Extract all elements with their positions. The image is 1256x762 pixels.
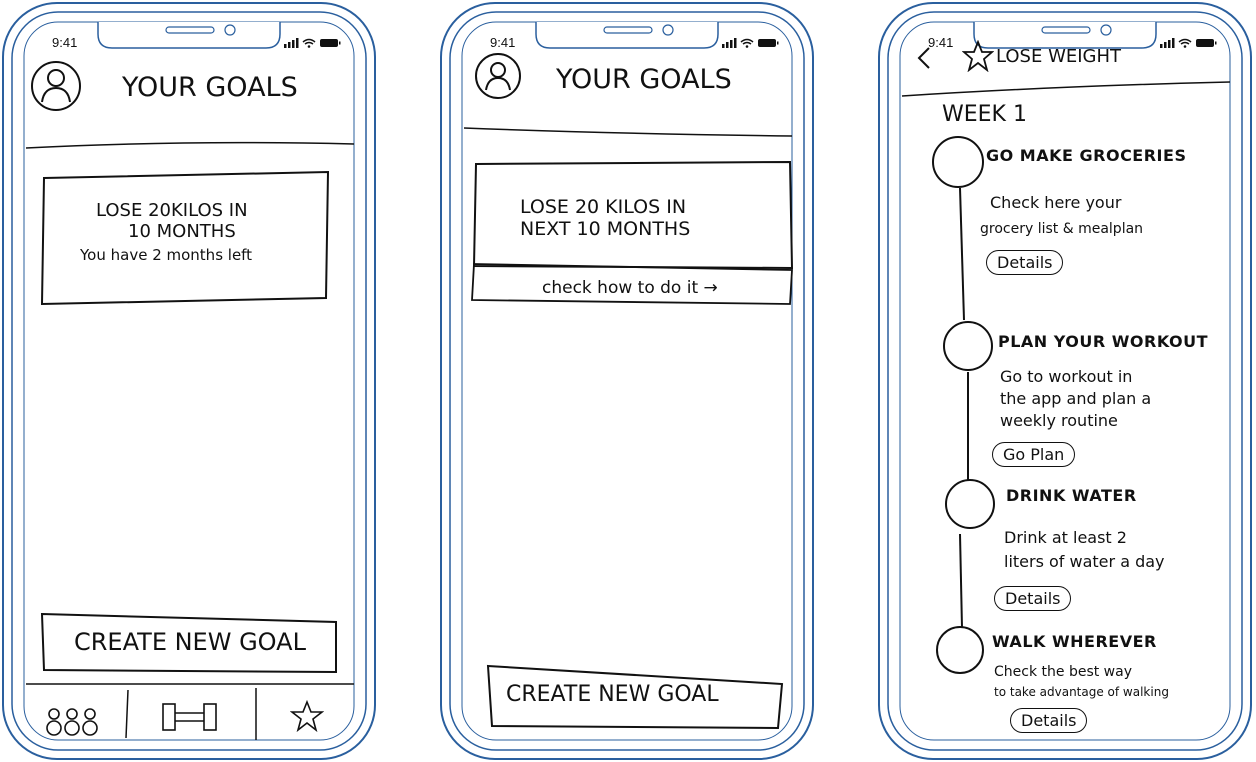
week-label: WEEK 1 [942, 102, 1027, 127]
step-title: PLAN YOUR WORKOUT [998, 332, 1209, 351]
star-icon[interactable] [962, 40, 994, 72]
goal-text-line2: 10 MONTHS [128, 221, 236, 242]
phone-frame [440, 2, 814, 760]
details-button[interactable]: Details [994, 586, 1072, 611]
status-time: 9:41 [928, 35, 954, 50]
status-time: 9:41 [52, 35, 78, 50]
create-new-goal-button[interactable]: CREATE NEW GOAL [506, 682, 719, 707]
step-title: DRINK WATER [1006, 486, 1137, 505]
community-icon[interactable] [44, 704, 104, 738]
check-how-link[interactable]: check how to do it → [542, 278, 718, 298]
step-title: GO MAKE GROCERIES [986, 146, 1187, 165]
list-item: GO MAKE GROCERIES [986, 146, 1222, 165]
phone-frame [2, 2, 376, 760]
status-time: 9:41 [490, 35, 516, 50]
goal-card[interactable]: LOSE 20KILOS IN 10 MONTHS You have 2 mon… [46, 200, 326, 264]
goal-text-line1: LOSE 20 KILOS IN [520, 196, 687, 218]
step-description: Check the best way to take advantage of … [994, 664, 1169, 699]
page-title: LOSE WEIGHT [996, 46, 1122, 67]
goal-card[interactable]: LOSE 20 KILOS IN NEXT 10 MONTHS [520, 196, 780, 240]
profile-avatar-icon[interactable] [30, 58, 86, 114]
phone-frame [878, 2, 1252, 760]
page-title: YOUR GOALS [122, 72, 298, 103]
status-icons [1160, 38, 1217, 48]
status-icons [284, 38, 341, 48]
details-button[interactable]: Details [986, 250, 1064, 275]
star-icon[interactable] [290, 700, 324, 732]
dumbbell-icon[interactable] [160, 700, 222, 734]
back-arrow-icon[interactable] [916, 46, 932, 70]
phone-screen-plan: 9:41 LOSE WEIGHT WEEK 1 GO MAKE GROCERIE… [878, 2, 1252, 760]
goal-text-line1: LOSE 20KILOS IN [96, 200, 248, 221]
step-description: Go to workout in the app and plan a week… [1000, 367, 1152, 430]
details-button[interactable]: Details [1010, 708, 1088, 733]
create-new-goal-button[interactable]: CREATE NEW GOAL [74, 628, 306, 656]
status-icons [722, 38, 779, 48]
step-description: Check here your grocery list & mealplan [980, 193, 1144, 237]
step-description: Drink at least 2 liters of water a day [1004, 528, 1165, 571]
go-plan-button[interactable]: Go Plan [992, 442, 1076, 467]
phone-screen-goal-detail: 9:41 YOUR GOALS LOSE 20 KILOS IN NEXT 10… [440, 2, 814, 760]
goal-time-left: You have 2 months left [80, 246, 253, 264]
phone-screen-goals: 9:41 YOUR GOALS LOSE 20KILOS IN 10 MONTH… [2, 2, 376, 760]
step-title: WALK WHEREVER [992, 632, 1157, 651]
page-title: YOUR GOALS [556, 64, 732, 95]
goal-text-line2: NEXT 10 MONTHS [520, 218, 691, 240]
profile-avatar-icon[interactable] [472, 52, 524, 102]
